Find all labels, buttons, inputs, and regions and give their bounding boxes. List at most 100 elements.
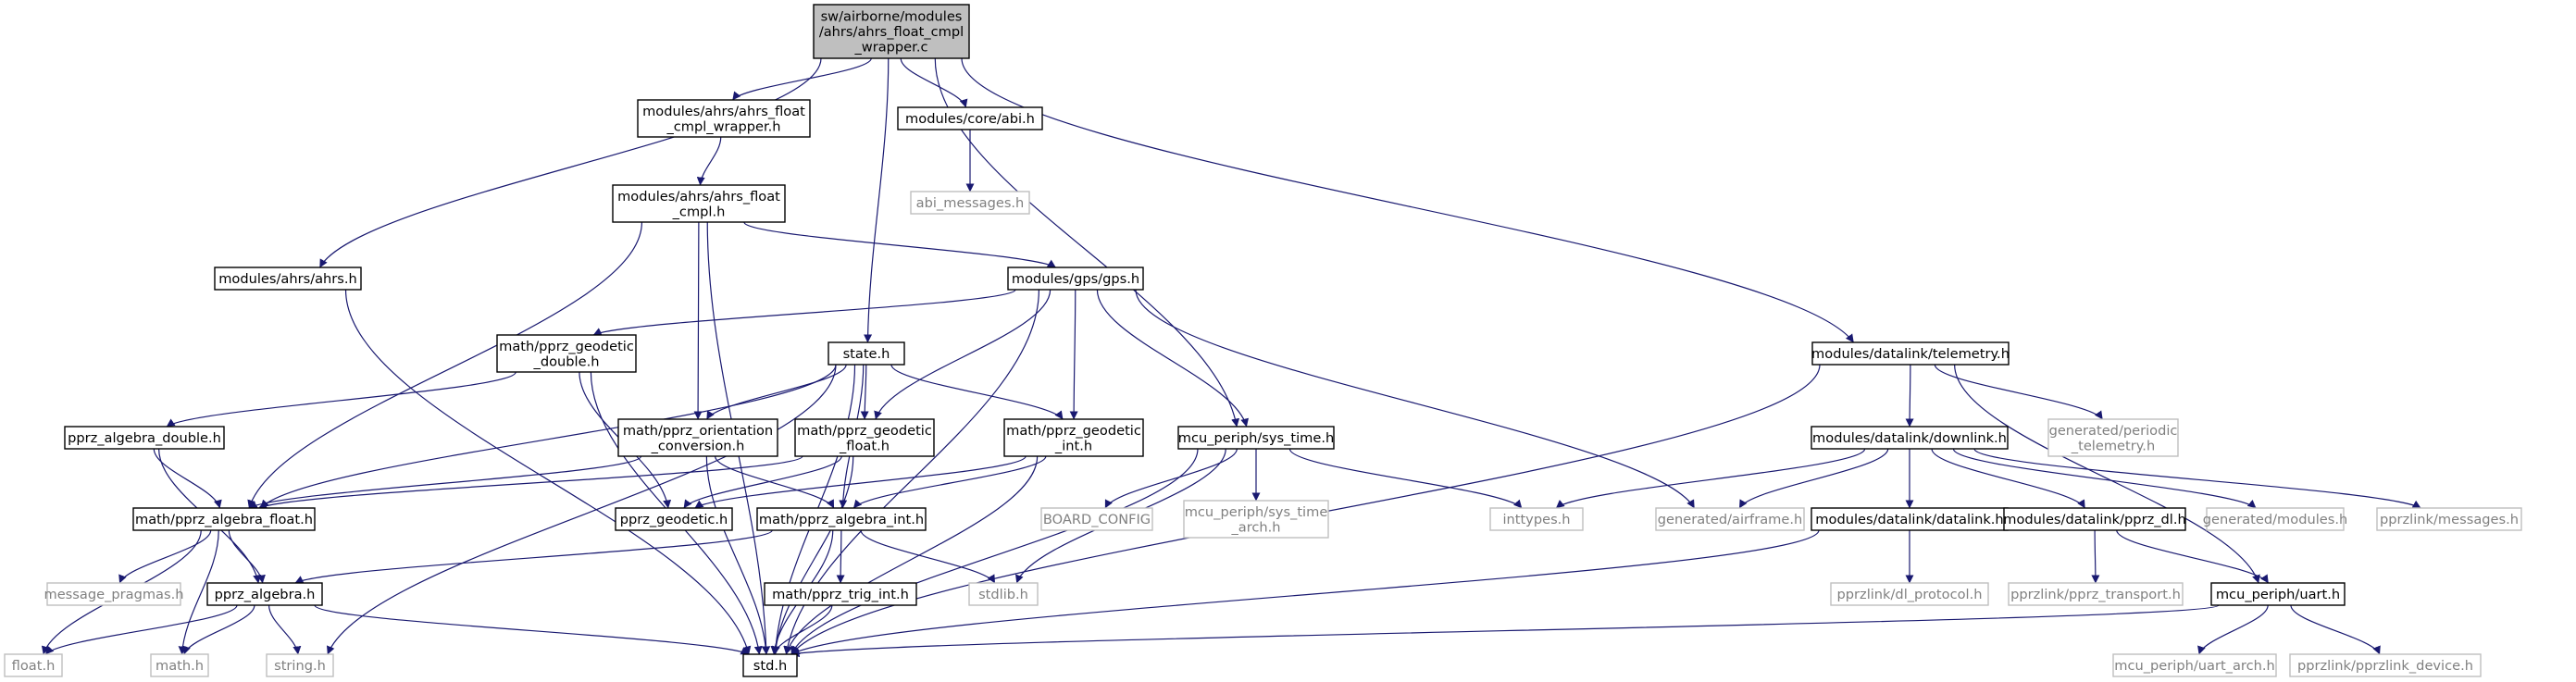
node-generated-modules-h: generated/modules.h: [2203, 507, 2347, 531]
node-label: mcu_periph/uart_arch.h: [2114, 658, 2275, 674]
node-label: math/pprz_algebra_int.h: [759, 512, 924, 527]
edge-downlink_h-to-pprzlink_messages_h: [1973, 448, 2421, 509]
node-box: [742, 653, 798, 677]
node-label: abi_messages.h: [916, 195, 1025, 211]
node-box: [968, 582, 1039, 606]
edge-sys_time_h-to-inttypes_h: [1288, 448, 1523, 509]
node-sys-time-h[interactable]: mcu_periph/sys_time.h: [1177, 426, 1335, 450]
node-label: math/pprz_trig_int.h: [772, 587, 909, 602]
node-box: [2210, 582, 2346, 606]
node-label: _int.h: [1054, 438, 1092, 453]
node-pprz-geodetic-int-h[interactable]: math/pprz_geodetic_int.h: [1003, 418, 1144, 457]
node-label: math/pprz_geodetic: [499, 339, 634, 354]
node-box: [1040, 507, 1153, 531]
edge-downlink_h-to-generated_modules_h: [1952, 448, 2257, 509]
node-ahrs-h[interactable]: modules/ahrs/ahrs.h: [214, 267, 362, 291]
node-label: _float.h: [839, 438, 890, 453]
node-label: message_pragmas.h: [44, 587, 183, 602]
node-ahrs-float-cmpl-wrapper-h[interactable]: modules/ahrs/ahrs_float_cmpl_wrapper.h: [637, 99, 811, 138]
node-root[interactable]: sw/airborne/modules/ahrs/ahrs_float_cmpl…: [813, 4, 970, 59]
node-pprz-orientation-conversion-h[interactable]: math/pprz_orientation_conversion.h: [617, 418, 778, 457]
node-box: [897, 106, 1043, 130]
node-label: pprz_algebra_double.h: [68, 430, 221, 446]
node-box: [637, 99, 811, 138]
node-label: _cmpl_wrapper.h: [666, 118, 780, 134]
node-pprz-dl-h[interactable]: modules/datalink/pprz_dl.h: [2003, 507, 2186, 531]
node-math-h: math.h: [150, 653, 209, 677]
node-box: [64, 426, 225, 450]
node-abi-h[interactable]: modules/core/abi.h: [897, 106, 1043, 130]
node-pprz-algebra-h[interactable]: pprz_algebra.h: [206, 582, 323, 606]
node-airframe-h: generated/airframe.h: [1655, 507, 1805, 531]
node-box: [756, 507, 927, 531]
edge-state_h-to-pprz_geodetic_int_h: [890, 364, 1064, 420]
edge-pprz_algebra_int_h-to-pprz_trig_int_h: [836, 529, 845, 584]
node-box: [2376, 507, 2522, 531]
node-label: generated/modules.h: [2203, 512, 2347, 527]
node-std-h[interactable]: std.h: [742, 653, 798, 677]
node-telemetry-h[interactable]: modules/datalink/telemetry.h: [1811, 341, 2010, 366]
edge-pprz_algebra_double_h-to-pprz_algebra_float_h: [153, 448, 222, 509]
node-sys-time-arch-h: mcu_periph/sys_time_arch.h: [1183, 500, 1329, 539]
node-label: generated/airframe.h: [1658, 512, 1802, 527]
node-box: [2047, 418, 2179, 457]
edge-pprz_dl_h-to-pprz_transport_h: [2091, 529, 2100, 584]
edge-pprz_orientation_conversion_h-to-pprz_algebra_int_h: [715, 455, 835, 509]
node-gps-h[interactable]: modules/gps/gps.h: [1007, 267, 1144, 291]
node-box: [828, 341, 905, 366]
edge-root-to-state_h: [864, 57, 890, 343]
node-box: [2112, 653, 2277, 677]
edge-state_h-to-pprz_geodetic_float_h: [860, 364, 869, 420]
edge-pprz_trig_int_h-to-std_h: [771, 604, 833, 655]
node-inttypes-h: inttypes.h: [1489, 507, 1584, 531]
edge-downlink_h-to-airframe_h: [1738, 448, 1889, 509]
node-label: _wrapper.c: [853, 40, 927, 56]
node-uart-arch-h: mcu_periph/uart_arch.h: [2112, 653, 2277, 677]
node-label: pprzlink/dl_protocol.h: [1837, 587, 1983, 602]
node-box: [266, 653, 334, 677]
edge-telemetry_h-to-uart_h: [1954, 364, 2260, 584]
node-label: modules/ahrs/ahrs.h: [218, 271, 357, 287]
node-box: [612, 184, 786, 223]
edge-downlink_h-to-pprz_dl_h: [1931, 448, 2085, 509]
node-stdlib-h: stdlib.h: [968, 582, 1039, 606]
edge-root-to-telemetry_h: [961, 57, 1854, 343]
node-box: [1655, 507, 1805, 531]
edge-ahrs_float_cmpl_h-to-pprz_orientation_conversion_h: [693, 221, 703, 420]
node-ahrs-float-cmpl-h[interactable]: modules/ahrs/ahrs_float_cmpl.h: [612, 184, 786, 223]
node-label: std.h: [753, 658, 787, 674]
node-label: mcu_periph/uart.h: [2216, 587, 2340, 602]
node-pprz-trig-int-h[interactable]: math/pprz_trig_int.h: [764, 582, 917, 606]
edge-gps_h-to-pprz_geodetic_double_h: [592, 289, 1016, 336]
node-label: pprzlink/pprzlink_device.h: [2297, 658, 2473, 674]
edge-pprz_algebra_int_h-to-stdlib_h: [860, 529, 996, 584]
node-state-h[interactable]: state.h: [828, 341, 905, 366]
node-pprz-geodetic-h[interactable]: pprz_geodetic.h: [615, 507, 733, 531]
node-downlink-h[interactable]: modules/datalink/downlink.h: [1811, 426, 2009, 450]
node-pprz-algebra-float-h[interactable]: math/pprz_algebra_float.h: [132, 507, 316, 531]
node-pprz-geodetic-float-h[interactable]: math/pprz_geodetic_float.h: [794, 418, 935, 457]
edge-pprz_orientation_conversion_h-to-pprz_algebra_float_h: [248, 455, 642, 509]
edge-pprz_algebra_float_h-to-message_pragmas_h: [118, 529, 212, 584]
node-box: [150, 653, 209, 677]
edge-pprz_algebra_h-to-std_h: [314, 604, 750, 655]
nodes-layer: sw/airborne/modules/ahrs/ahrs_float_cmpl…: [4, 4, 2522, 677]
node-uart-h[interactable]: mcu_periph/uart.h: [2210, 582, 2346, 606]
node-label: pprz_algebra.h: [215, 587, 316, 602]
edge-pprz_dl_h-to-uart_h: [2116, 529, 2270, 584]
node-pprz-algebra-int-h[interactable]: math/pprz_algebra_int.h: [756, 507, 927, 531]
edge-gps_h-to-airframe_h: [1135, 289, 1695, 509]
node-box: [813, 4, 970, 59]
node-label: math/pprz_algebra_float.h: [135, 512, 313, 527]
edge-pprz_algebra_h-to-string_h: [268, 604, 302, 655]
node-abi-messages-h: abi_messages.h: [910, 191, 1030, 215]
node-label: mcu_periph/sys_time.h: [1178, 430, 1335, 446]
node-board-config: BOARD_CONFIG: [1040, 507, 1153, 531]
edge-uart_h-to-uart_arch_h: [2197, 604, 2269, 655]
edge-state_h-to-pprz_orientation_conversion_h: [706, 364, 847, 420]
edge-pprz_algebra_h-to-float_h: [44, 604, 238, 655]
node-datalink-h[interactable]: modules/datalink/datalink.h: [1811, 507, 2009, 531]
node-pprz-algebra-double-h[interactable]: pprz_algebra_double.h: [64, 426, 225, 450]
node-pprz-geodetic-double-h[interactable]: math/pprz_geodetic_double.h: [496, 334, 637, 373]
